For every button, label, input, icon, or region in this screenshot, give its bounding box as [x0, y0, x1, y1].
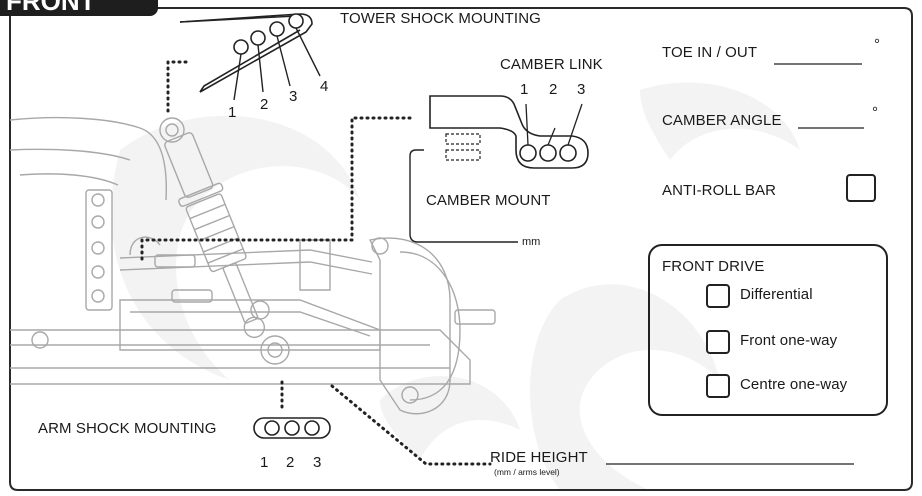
watermark-logo: [111, 82, 800, 490]
camber-link-leaders: [525, 103, 583, 146]
dotted-leaders: [140, 60, 492, 466]
front-drive-group: [648, 244, 888, 416]
camber-position-3: 3: [577, 81, 586, 98]
tower-position-4: 4: [320, 78, 329, 95]
differential-checkbox[interactable]: [706, 284, 730, 308]
front-one-way-label: Front one-way: [740, 332, 838, 349]
anti-roll-bar-checkbox[interactable]: [846, 174, 876, 202]
front-one-way-checkbox[interactable]: [706, 330, 730, 354]
tower-position-3: 3: [289, 88, 298, 105]
tower-plate-outline: [179, 13, 313, 93]
camber-angle-label: CAMBER ANGLE: [662, 112, 782, 129]
ride-height-label: RIDE HEIGHT: [490, 449, 588, 466]
arm-shock-label: ARM SHOCK MOUNTING: [38, 420, 217, 437]
centre-one-way-label: Centre one-way: [740, 376, 848, 393]
centre-one-way-checkbox[interactable]: [706, 374, 730, 398]
tower-position-1: 1: [228, 104, 237, 121]
anti-roll-bar-label: ANTI-ROLL BAR: [662, 182, 777, 199]
tower-holes: [233, 13, 304, 55]
camber-position-1: 1: [520, 81, 529, 98]
differential-label: Differential: [740, 286, 813, 303]
car-chassis-drawing: [9, 116, 496, 415]
front-drive-title: FRONT DRIVE: [662, 258, 765, 275]
camber-mount-unit: mm: [522, 236, 541, 248]
arm-shock-holes: [264, 420, 320, 436]
toe-label: TOE IN / OUT: [662, 44, 758, 61]
write-in-lines: [606, 63, 864, 465]
section-title: FRONT: [0, 0, 158, 16]
camber-mount-line: [409, 149, 518, 243]
camber-mount-label: CAMBER MOUNT: [426, 192, 551, 209]
tower-shock-label: TOWER SHOCK MOUNTING: [340, 10, 541, 27]
arm-position-3: 3: [313, 454, 322, 471]
camber-link-label: CAMBER LINK: [500, 56, 603, 73]
arm-position-2: 2: [286, 454, 295, 471]
tower-leader-lines: [233, 27, 321, 101]
camber-mount-slots: [445, 133, 481, 161]
tower-position-2: 2: [260, 96, 269, 113]
ride-height-note: (mm / arms level): [494, 467, 560, 477]
toe-unit: °: [874, 36, 881, 53]
camber-position-2: 2: [549, 81, 558, 98]
sheet-border: [9, 7, 913, 491]
camber-angle-unit: °: [872, 104, 879, 121]
camber-link-holes: [519, 144, 577, 162]
arm-position-1: 1: [260, 454, 269, 471]
